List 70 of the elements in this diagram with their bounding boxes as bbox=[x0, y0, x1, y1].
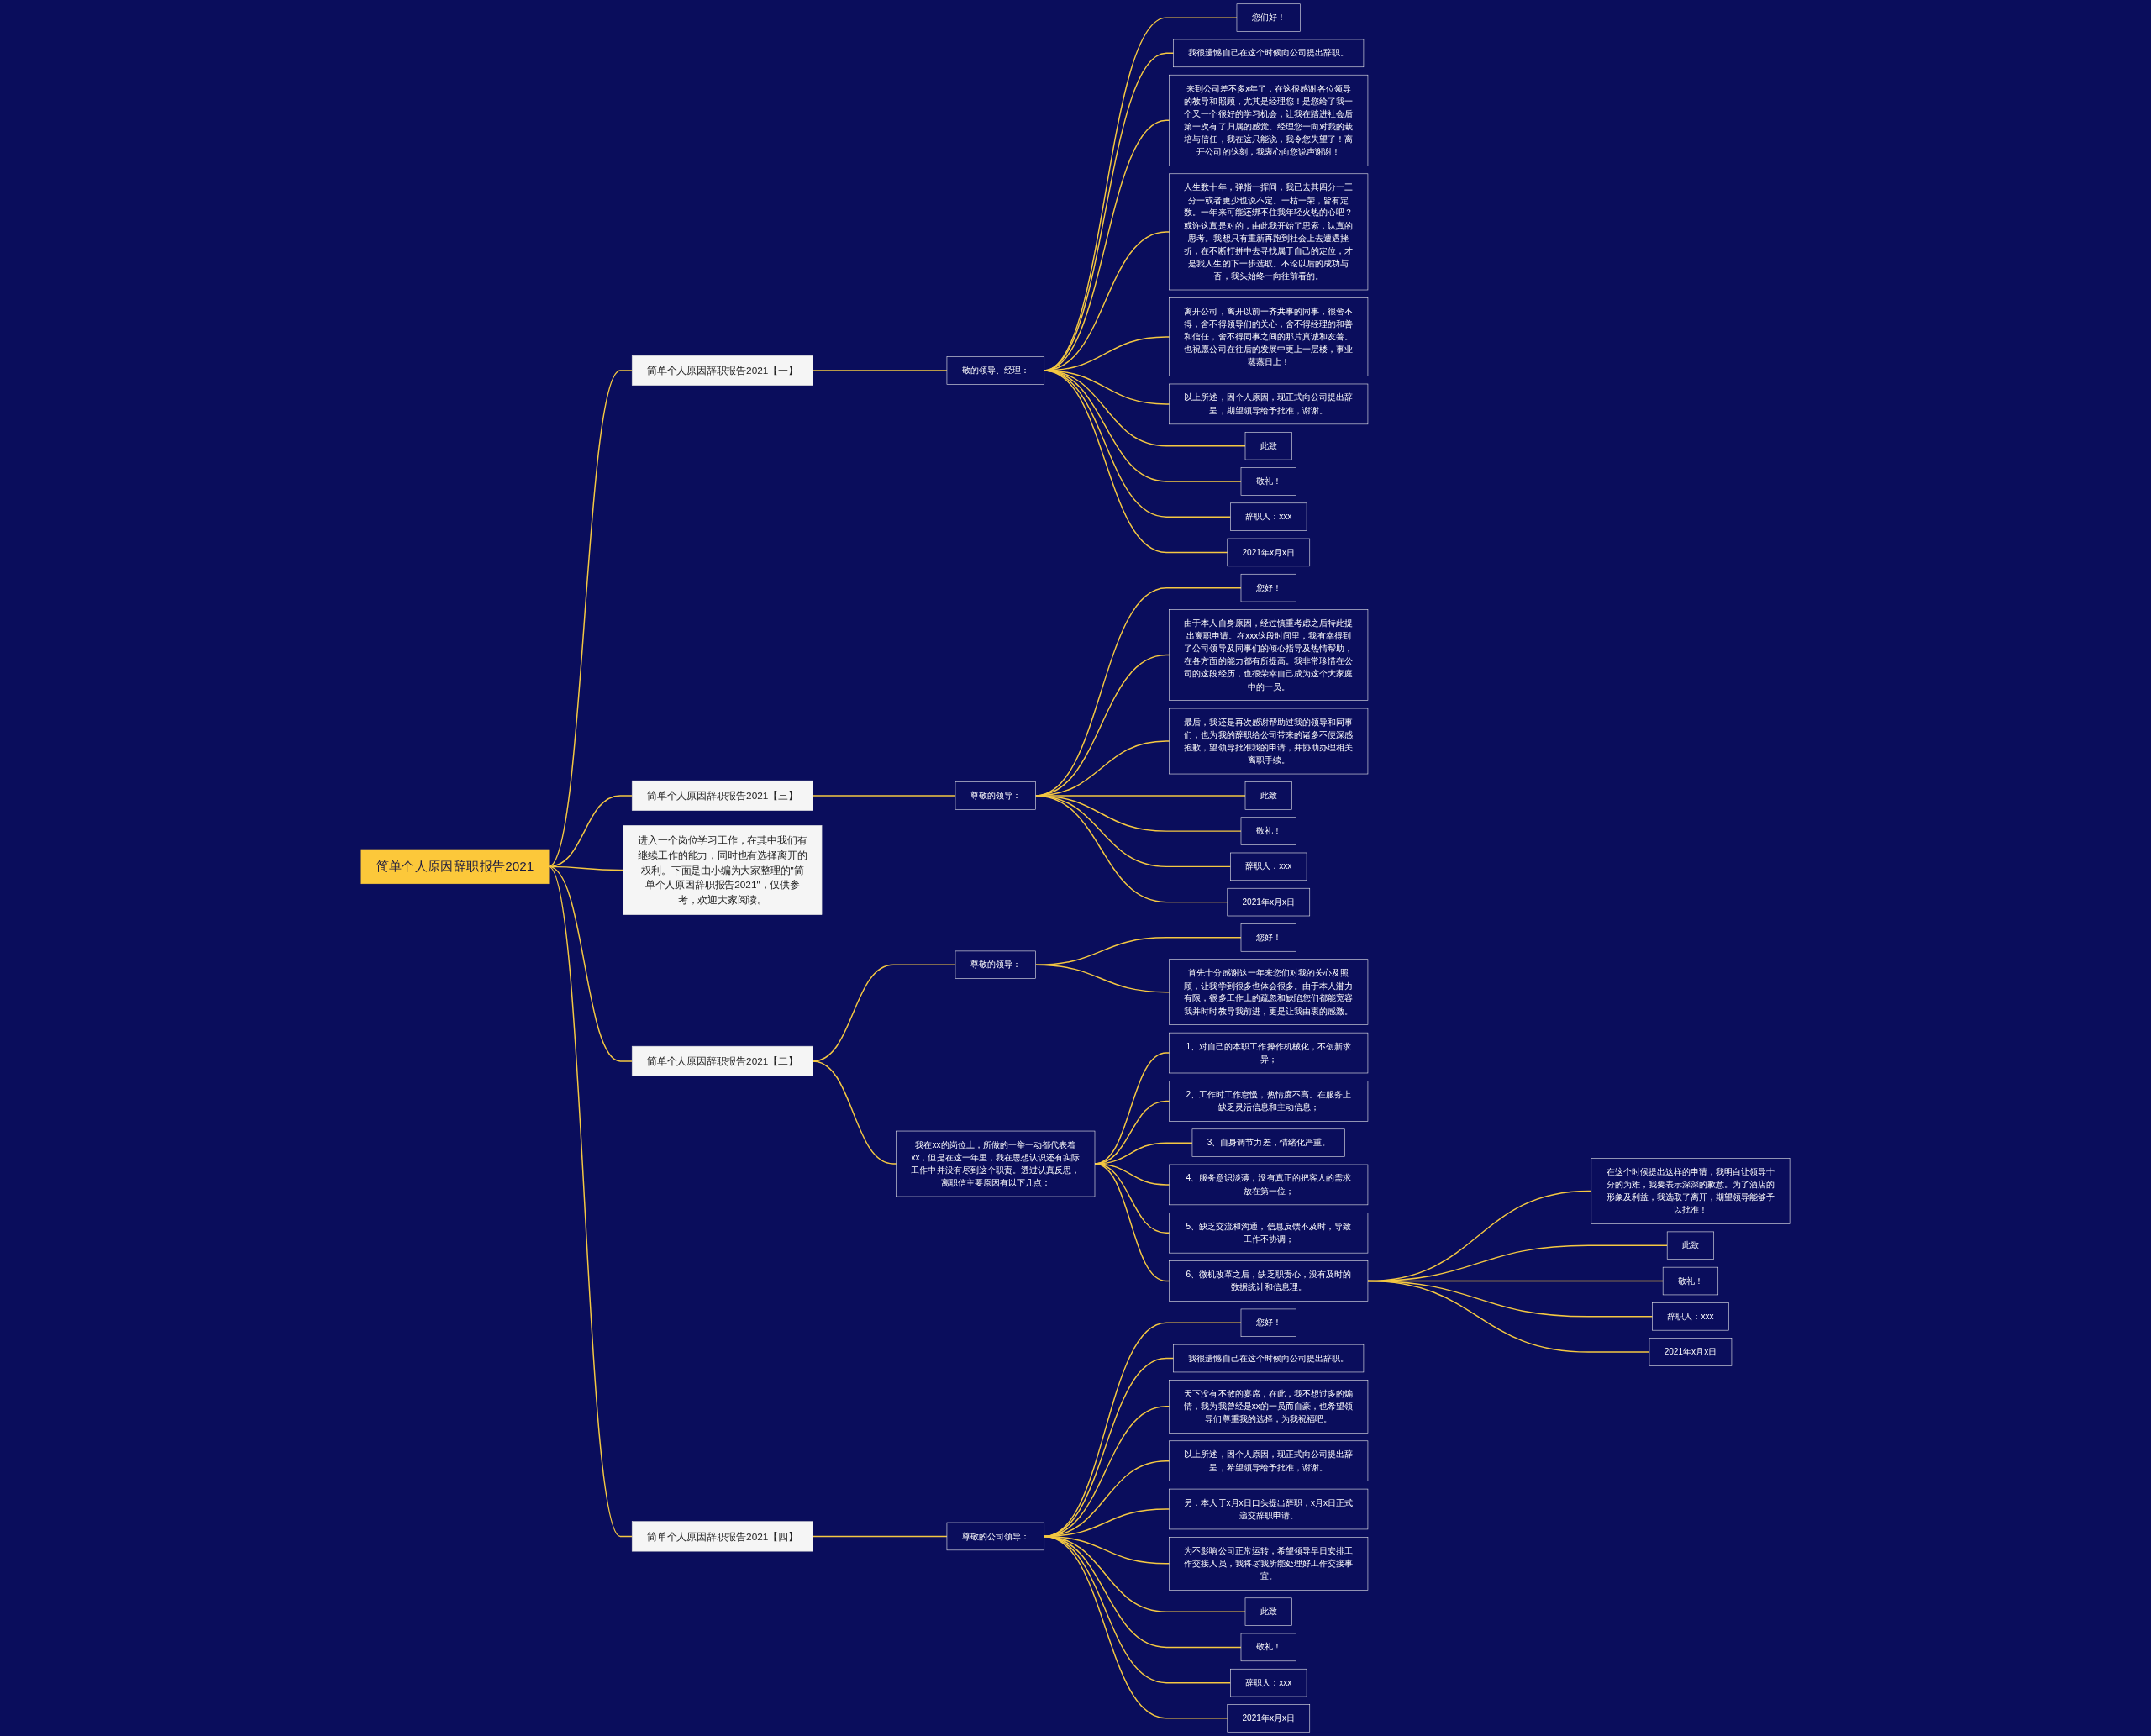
node-box: 您好！ bbox=[1240, 923, 1296, 952]
node-box: 您好！ bbox=[1240, 1308, 1296, 1337]
node-box: 敬礼！ bbox=[1240, 817, 1296, 845]
node-box: 人生数十年，弹指一挥间，我已去其四分一三分一或者更少也说不定。一枯一荣，皆有定数。一年来可能还绑不住我年轻火热的心吧？或许这真是对的，由此我开始了思索，认真的思考。我想只有重新再跑到社会上去遭遇挫折，在不断打拼中去寻找属于自己的定位，才是我人生的下一步选取。不论以后的成功与否，我头始终一向往前看的。 bbox=[1169, 173, 1369, 291]
node-box: 5、缺乏交流和沟通，信息反馈不及时，导致工作不协调； bbox=[1169, 1213, 1369, 1254]
node-box: 2021年x月x日 bbox=[1227, 538, 1311, 567]
node-box: 最后，我还是再次感谢帮助过我的领导和同事们，也为我的辞职给公司带来的诸多不便深感抱歉，望领导批准我的申请，并协助办理相关离职手续。 bbox=[1169, 708, 1369, 775]
node-box: 您们好！ bbox=[1236, 3, 1301, 32]
connector bbox=[1044, 1322, 1242, 1538]
node-box: 离开公司，离开以前一齐共事的同事，很舍不得，舍不得领导们的关心，舍不得经理的和善和信任，舍不得同事之间的那片真诚和友善。也祝愿公司在往后的发展中更上一层楼，事业蒸蒸日上！ bbox=[1169, 297, 1369, 376]
node-box: 4、服务意识淡薄，没有真正的把客人的需求放在第一位； bbox=[1169, 1164, 1369, 1206]
node-box: 简单个人原因辞职报告2021【二】 bbox=[631, 1045, 813, 1076]
node-box: 尊敬的公司领导： bbox=[946, 1522, 1045, 1551]
connector bbox=[1044, 370, 1228, 554]
node-box: 此致 bbox=[1244, 1597, 1292, 1626]
node-box: 此致 bbox=[1244, 432, 1292, 460]
node-box: 天下没有不散的宴席，在此，我不想过多的煽情，我为我曾经是xx的一员而自豪，也希望领导们尊重我的选择，为我祝福吧。 bbox=[1169, 1380, 1369, 1434]
connector bbox=[1044, 1406, 1170, 1538]
node-box: 尊敬的领导： bbox=[955, 950, 1036, 979]
node-box: 尊敬的领导： bbox=[955, 781, 1036, 810]
connector bbox=[1034, 964, 1170, 993]
node-box: 辞职人：xxx bbox=[1230, 852, 1307, 881]
node-box: 来到公司差不多x年了，在这很感谢各位领导的教导和照顾，尤其是经理您！是您给了我一个又一个很好的学习机会，让我在踏进社会后第一次有了归属的感觉。经理您一向对我的栽培与信任，我在这只能说，我令您失望了！离开公司的这刻，我衷心向您说声谢谢！ bbox=[1169, 74, 1369, 166]
connector bbox=[548, 370, 633, 868]
node-box: 简单个人原因辞职报告2021 bbox=[360, 849, 550, 885]
node-box: 敬礼！ bbox=[1240, 1633, 1296, 1662]
node-box: 敬礼！ bbox=[1662, 1266, 1719, 1296]
node-box: 1、对自己的本职工作操作机械化，不创新求异； bbox=[1169, 1032, 1369, 1074]
connector bbox=[812, 370, 948, 371]
connector bbox=[1044, 1535, 1228, 1719]
node-box: 进入一个岗位学习工作，在其中我们有继续工作的能力，同时也有选择离开的权利。下面是由小编为大家整理的"简单个人原因辞职报告2021"，仅供参考，欢迎大家阅读。 bbox=[623, 825, 823, 915]
node-box: 6、微机改革之后，缺乏职责心，没有及时的数据统计和信息理。 bbox=[1169, 1260, 1369, 1302]
connector bbox=[1034, 937, 1242, 965]
connector bbox=[1044, 370, 1232, 518]
node-box: 由于本人自身原因，经过慎重考虑之后特此提出离职申请。在xxx这段时间里，我有幸得到了公司领导及同事们的倾心指导及热情帮助，在各方面的能力都有所提高。我非常珍惜在公司的这段经历，也很荣幸自己成为这个大家庭中的一员。 bbox=[1169, 609, 1369, 701]
node-box: 我很遗憾自己在这个时候向公司提出辞职。 bbox=[1173, 39, 1365, 68]
connector bbox=[1044, 1357, 1175, 1538]
node-box: 简单个人原因辞职报告2021【三】 bbox=[631, 780, 813, 811]
node-box: 我在xx的岗位上，所做的一举一动都代表着xx，但是在这一年里，我在思想认识还有实际工作中并没有尽到这个职责。透过认真反思，离职信主要原因有以下几点： bbox=[896, 1130, 1096, 1197]
node-box: 敬的领导、经理： bbox=[946, 356, 1045, 385]
node-box: 简单个人原因辞职报告2021【四】 bbox=[631, 1521, 813, 1552]
node-box: 在这个时候提出这样的申请，我明白让领导十分的为难，我要表示深深的歉意。为了酒店的形象及利益，我选取了离开，期望领导能够予以批准！ bbox=[1591, 1158, 1791, 1224]
node-box: 2021年x月x日 bbox=[1227, 1704, 1311, 1733]
connector bbox=[812, 1535, 948, 1538]
node-box: 2021年x月x日 bbox=[1227, 887, 1311, 917]
node-box: 为不影响公司正常运转，希望领导早日安排工作交接人员，我将尽我所能处理好工作交接事宜。 bbox=[1169, 1537, 1369, 1591]
connector bbox=[1094, 1163, 1170, 1186]
node-box: 首先十分感谢这一年来您们对我的关心及照顾，让我学到很多也体会很多。由于本人潜力有限，很多工作上的疏忽和缺陷您们都能宽容我并时时教导我前进，更是让我由衷的感激。 bbox=[1169, 959, 1369, 1025]
node-box: 简单个人原因辞职报告2021【一】 bbox=[631, 355, 813, 386]
node-box: 另：本人于x月x日口头提出辞职，x月x日正式递交辞职申请。 bbox=[1169, 1488, 1369, 1530]
connector bbox=[548, 865, 633, 1538]
connector bbox=[812, 795, 956, 797]
node-box: 2、工作时工作怠慢，热情度不高。在服务上缺乏灵活信息和主动信息； bbox=[1169, 1081, 1369, 1122]
node-box: 敬礼！ bbox=[1240, 467, 1296, 496]
node-box: 以上所述，因个人原因，现正式向公司提出辞呈，期望领导给予批准，谢谢。 bbox=[1169, 383, 1369, 425]
node-box: 此致 bbox=[1666, 1231, 1714, 1260]
connector bbox=[1034, 795, 1228, 903]
node-box: 辞职人：xxx bbox=[1652, 1302, 1729, 1331]
node-box: 此致 bbox=[1244, 781, 1292, 810]
node-box: 3、自身调节力差，情绪化严重。 bbox=[1191, 1128, 1345, 1157]
connector bbox=[812, 1060, 897, 1165]
node-box: 辞职人：xxx bbox=[1230, 1668, 1307, 1697]
connector bbox=[1094, 1163, 1170, 1282]
node-box: 以上所述，因个人原因，现正式向公司提出辞呈，希望领导给予批准，谢谢。 bbox=[1169, 1440, 1369, 1481]
node-box: 我很遗憾自己在这个时候向公司提出辞职。 bbox=[1173, 1344, 1365, 1373]
connector bbox=[1367, 1280, 1650, 1353]
node-box: 2021年x月x日 bbox=[1649, 1338, 1733, 1366]
connector bbox=[1094, 1163, 1170, 1234]
node-box: 您好！ bbox=[1240, 573, 1296, 602]
node-box: 辞职人：xxx bbox=[1230, 502, 1307, 531]
